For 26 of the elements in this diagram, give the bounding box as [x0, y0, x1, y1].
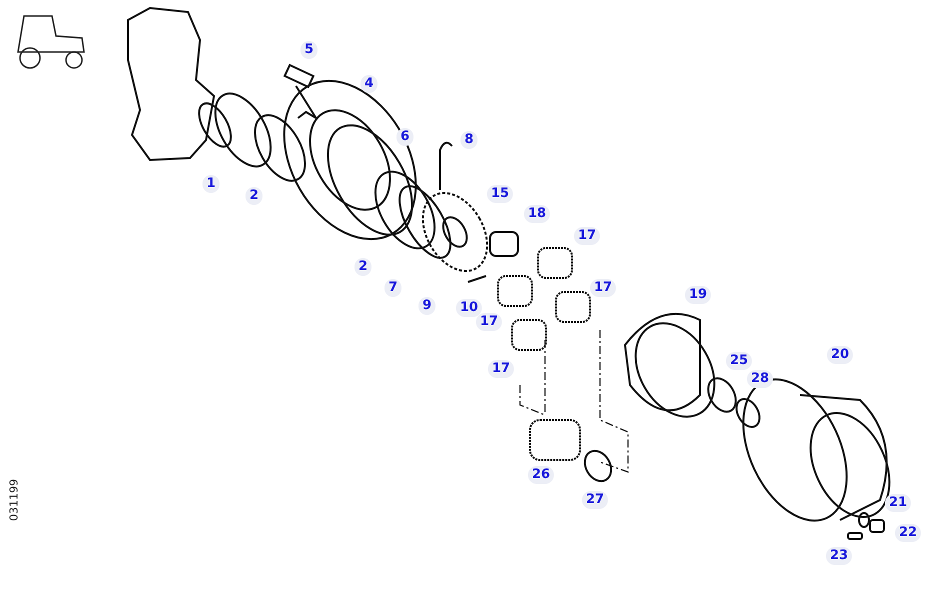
drawing-code: 031199 — [8, 479, 20, 521]
callout-number: 17 — [476, 313, 502, 331]
callout-number: 23 — [826, 547, 852, 565]
callout-number: 2 — [245, 187, 263, 205]
callout-number: 15 — [486, 185, 514, 203]
callout-number: 26 — [528, 466, 554, 484]
callout-number: 17 — [574, 227, 600, 245]
callout-number: 1 — [202, 175, 220, 193]
callout-number: 8 — [460, 131, 478, 149]
callout-number: 9 — [418, 297, 436, 315]
callout-number: 18 — [524, 205, 550, 223]
callout-number: 28 — [746, 370, 774, 388]
callout-number: 21 — [884, 494, 912, 512]
callout-number: 17 — [488, 360, 514, 378]
callout-number: 22 — [894, 524, 922, 542]
callout-number: 17 — [590, 279, 616, 297]
callout-number: 6 — [396, 128, 414, 146]
callout-number: 5 — [300, 41, 318, 59]
callout-number: 27 — [582, 491, 608, 509]
callout-number: 25 — [726, 352, 752, 370]
callout-number: 20 — [826, 346, 854, 364]
callout-number: 10 — [456, 299, 482, 317]
callout-number: 4 — [360, 75, 378, 93]
callout-number: 2 — [354, 258, 372, 276]
callout-number: 19 — [684, 286, 712, 304]
callout-number: 7 — [384, 279, 402, 297]
